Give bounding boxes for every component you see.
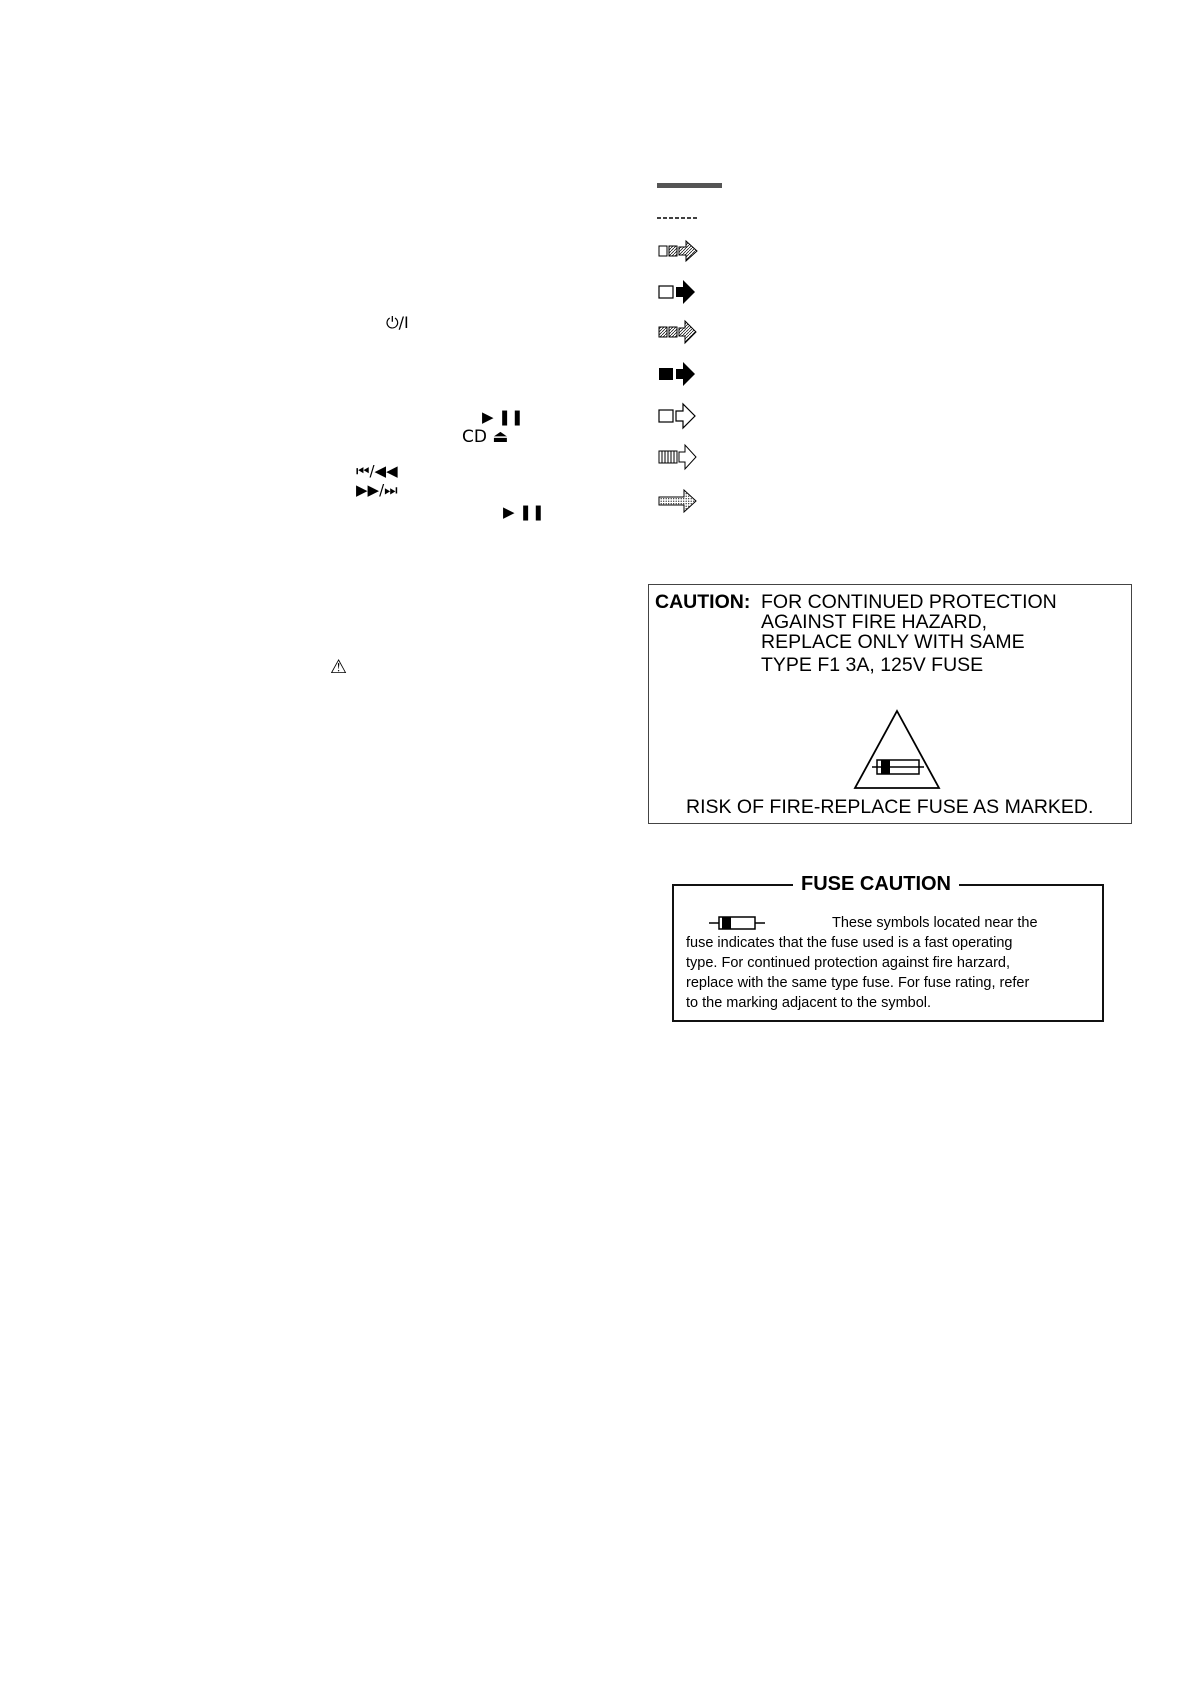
risk-of-fire-text: RISK OF FIRE-REPLACE FUSE AS MARKED. bbox=[686, 796, 1094, 818]
fuse-warning-triangle-icon bbox=[853, 709, 941, 789]
warning-symbol: ⚠ bbox=[330, 656, 348, 678]
dotted-wide-arrow-icon bbox=[658, 488, 697, 514]
fuse-text-line-2: fuse indicates that the fuse used is a f… bbox=[686, 935, 1013, 951]
fuse-caution-box: FUSE CAUTION These symbols located near … bbox=[672, 872, 1104, 1022]
caution-label: CAUTION: FOR CONTINUED PROTECTION AGAINS… bbox=[648, 584, 1132, 824]
fuse-caution-title: FUSE CAUTION bbox=[793, 872, 959, 896]
box-solid-arrow-icon bbox=[658, 280, 695, 304]
caution-line-2: AGAINST FIRE HAZARD, bbox=[761, 611, 988, 633]
striped-box-outline-arrow-icon bbox=[658, 443, 697, 471]
legend-icons bbox=[657, 183, 722, 514]
fuse-text-line-1: These symbols located near the bbox=[832, 915, 1038, 931]
play-pause-symbol: ▶ ❚❚ bbox=[482, 408, 524, 426]
cd-eject-symbol: CD ⏏ bbox=[462, 427, 509, 447]
fuse-text-line-4: replace with the same type fuse. For fus… bbox=[686, 975, 1030, 991]
skip-forward-symbol: ▶▶/⏭ bbox=[356, 481, 398, 499]
skip-back-symbol: ⏮/◀◀ bbox=[356, 462, 398, 480]
caution-line-1: FOR CONTINUED PROTECTION bbox=[761, 591, 1057, 613]
fuse-text-line-5: to the marking adjacent to the symbol. bbox=[686, 995, 932, 1011]
caution-line-3: REPLACE ONLY WITH SAME bbox=[761, 631, 1025, 653]
caution-heading: CAUTION: bbox=[655, 591, 751, 613]
double-box-hatched-arrow-icon bbox=[658, 239, 698, 263]
power-symbol: ⏻/I bbox=[386, 313, 409, 332]
caution-line-4: TYPE F1 3A, 125V FUSE bbox=[761, 654, 984, 676]
thick-line-icon bbox=[657, 183, 722, 188]
solid-box-arrow-icon bbox=[659, 362, 695, 386]
hatched-box-diamond-arrow-icon bbox=[658, 319, 697, 345]
fuse-text-line-3: type. For continued protection against f… bbox=[686, 955, 1011, 971]
box-outline-arrow-icon bbox=[658, 402, 696, 430]
fuse-symbol-icon bbox=[709, 916, 765, 930]
play-pause-symbol-2: ▶ ❚❚ bbox=[503, 503, 545, 521]
